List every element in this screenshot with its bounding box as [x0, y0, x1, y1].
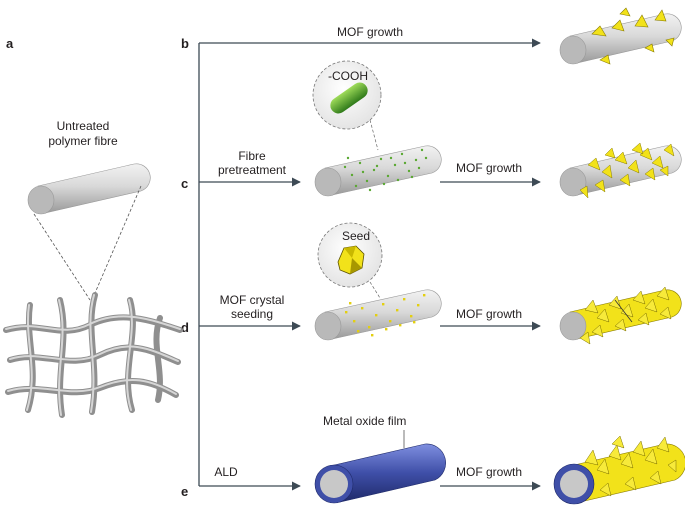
cooh-bubble	[312, 60, 382, 151]
zoom-line-right	[91, 185, 142, 301]
untreated-label-line1: Untreated	[57, 119, 110, 133]
mof-growth-label-d: MOF growth	[456, 307, 522, 321]
seed-crystal-icon	[337, 245, 365, 275]
fibre-mesh-highlight	[5, 294, 181, 416]
cooh-label: -COOH	[328, 69, 368, 83]
panel-label-e: e	[181, 484, 188, 499]
metal-oxide-film-label: Metal oxide film	[323, 414, 406, 428]
fibre-mof-coated-c	[559, 142, 682, 199]
panel-label-a: a	[6, 36, 14, 51]
cooh-pill-icon	[330, 82, 368, 114]
ald-label: ALD	[214, 465, 238, 479]
mof-growth-label-e: MOF growth	[456, 465, 522, 479]
panel-label-b: b	[181, 36, 189, 51]
fibre-mof-coated-e	[553, 435, 685, 505]
fibre-seeded	[314, 289, 442, 341]
untreated-label-line2: polymer fibre	[48, 134, 118, 148]
zoom-line-left	[33, 213, 91, 301]
mof-seeding-line1: MOF crystal	[220, 293, 285, 307]
fibre-pretreatment-line2: pretreatment	[218, 163, 287, 177]
panel-label-c: c	[181, 176, 188, 191]
mof-growth-label-c: MOF growth	[456, 161, 522, 175]
seed-label: Seed	[342, 229, 370, 243]
fibre-pretreatment-line1: Fibre	[238, 149, 266, 163]
panel-label-d: d	[181, 320, 189, 335]
mof-seeding-line2: seeding	[231, 307, 273, 321]
mof-growth-label-b: MOF growth	[337, 25, 403, 39]
fibre-mof-coated-d	[559, 286, 682, 345]
untreated-fibre-cylinder	[27, 163, 151, 215]
fibre-pretreated	[314, 145, 442, 197]
fibre-sparse-mof	[559, 7, 682, 65]
fibre-metal-oxide	[314, 443, 446, 504]
seed-bubble	[317, 222, 383, 299]
